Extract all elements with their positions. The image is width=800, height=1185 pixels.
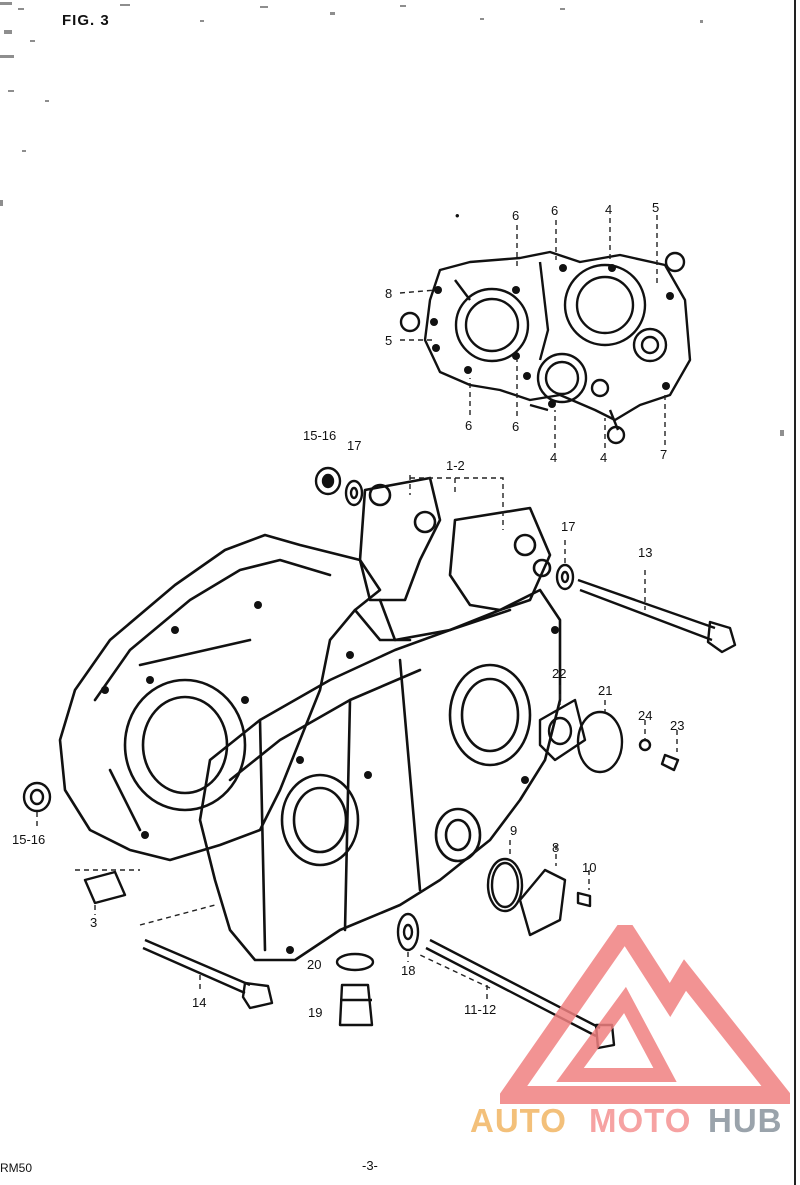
callout-9: 9	[510, 823, 518, 838]
callout-11-12: 11-12	[464, 1002, 497, 1017]
callout-gasket-6a: 6	[512, 208, 520, 223]
watermark-moto: MOTO	[589, 1102, 692, 1139]
footer-page-number: -3-	[362, 1158, 378, 1173]
gasket-view	[399, 250, 692, 445]
callout-gasket-dot: •	[455, 208, 460, 223]
scan-noise	[0, 2, 784, 436]
callout-gasket-6d: 6	[512, 419, 520, 434]
callout-gasket-5a: 5	[652, 200, 660, 215]
callout-3: 3	[90, 915, 98, 930]
logo-triangle-outer	[500, 925, 790, 1104]
callout-20: 20	[307, 957, 322, 972]
watermark-hub: HUB	[708, 1102, 783, 1139]
callout-24: 24	[638, 708, 653, 723]
logo-triangle-inner	[556, 986, 677, 1082]
watermark-logo	[500, 925, 790, 1104]
case-holes	[101, 601, 559, 954]
callout-gasket-5b: 5	[385, 333, 393, 348]
callout-gasket-6b: 6	[551, 203, 559, 218]
callout-gasket-6c: 6	[465, 418, 473, 433]
callout-8: 8	[552, 840, 560, 855]
callout-15-16-left: 15-16	[12, 832, 46, 847]
watermark-auto: AUTO	[470, 1102, 567, 1139]
crankcase-assembly	[58, 476, 562, 962]
footer-model: RM50	[0, 1161, 33, 1175]
callout-gasket-7: 7	[660, 447, 668, 462]
callout-14: 14	[192, 995, 207, 1010]
callout-18: 18	[401, 963, 416, 978]
callout-10: 10	[582, 860, 597, 875]
figure-title: FIG. 3	[62, 12, 110, 29]
gasket-bolts	[430, 264, 674, 408]
callout-gasket-4a: 4	[605, 202, 613, 217]
callout-gasket-4b: 4	[550, 450, 558, 465]
callout-1-2: 1-2	[446, 458, 465, 473]
leader-lines	[36, 215, 678, 1002]
callout-15-16-top: 15-16	[303, 428, 337, 443]
callout-23: 23	[670, 718, 685, 733]
callout-17-right: 17	[561, 519, 576, 534]
callout-13: 13	[638, 545, 653, 560]
callout-21: 21	[598, 683, 613, 698]
callout-17-top: 17	[347, 438, 362, 453]
callout-gasket-8: 8	[385, 286, 393, 301]
callout-22: 22	[552, 666, 567, 681]
callout-19: 19	[308, 1005, 323, 1020]
callout-gasket-4c: 4	[600, 450, 608, 465]
